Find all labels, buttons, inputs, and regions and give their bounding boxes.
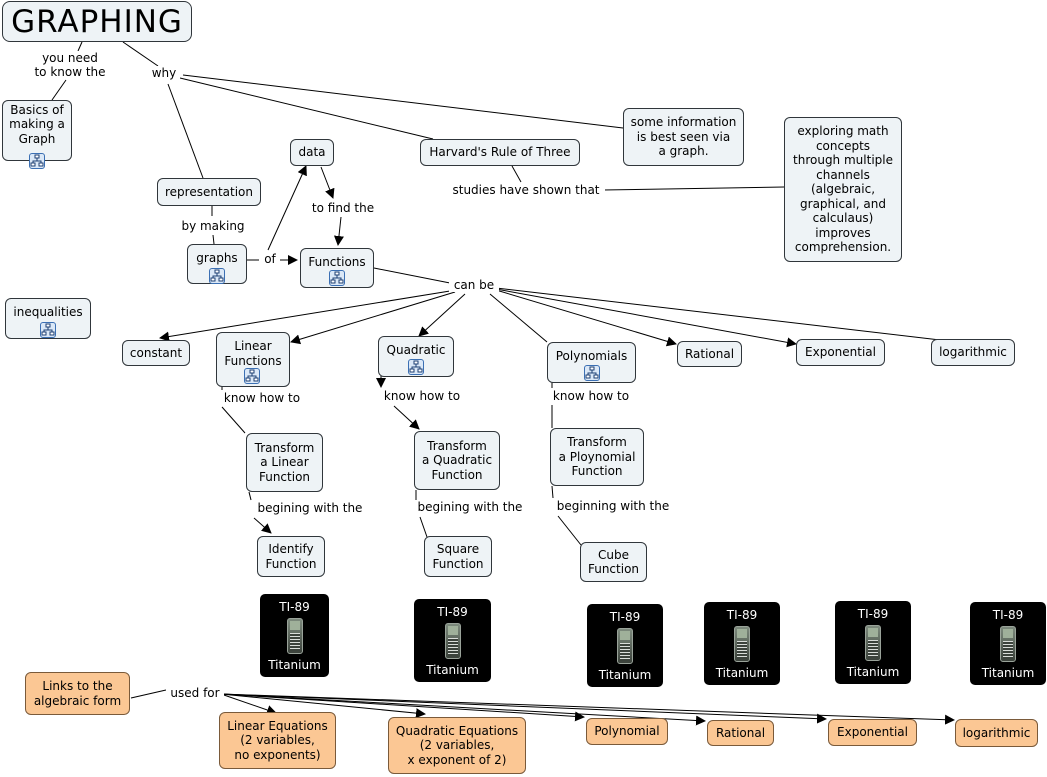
- calculator-icon: [286, 618, 303, 654]
- transform-polynomial-node[interactable]: Transform a Ploynomial Function: [550, 428, 644, 486]
- calculator-edition-label: Titanium: [981, 666, 1035, 680]
- constant-node[interactable]: constant: [122, 340, 190, 366]
- calculator-node[interactable]: TI-89 Titanium: [260, 594, 329, 677]
- calculator-edition-label: Titanium: [426, 663, 479, 677]
- label-used-for: used for: [166, 686, 224, 700]
- calculator-icon: [444, 623, 461, 659]
- calculator-node[interactable]: TI-89 Titanium: [704, 602, 780, 685]
- harvard-rule-node[interactable]: Harvard's Rule of Three: [420, 139, 580, 166]
- label-by-making: by making: [176, 219, 250, 233]
- calculator-model-label: TI-89: [609, 610, 641, 624]
- transform-quadratic-node[interactable]: Transform a Quadratic Function: [414, 431, 500, 490]
- label-know-how-quadratic: know how to: [380, 389, 464, 403]
- label-can-be: can be: [449, 278, 499, 292]
- concept-map-icon[interactable]: [244, 368, 260, 384]
- calculator-node[interactable]: TI-89 Titanium: [414, 599, 491, 682]
- quadratic-equations-node[interactable]: Quadratic Equations (2 variables, x expo…: [388, 717, 526, 774]
- calculator-edition-label: Titanium: [846, 665, 900, 679]
- calculator-model-label: TI-89: [279, 600, 310, 614]
- concept-map-icon[interactable]: [40, 322, 56, 338]
- concept-map-icon[interactable]: [209, 268, 225, 284]
- links-algebraic-node[interactable]: Links to the algebraic form: [25, 672, 130, 715]
- label-to-find: to find the: [306, 201, 380, 215]
- data-node[interactable]: data: [290, 139, 334, 166]
- graphing-title-node[interactable]: GRAPHING: [2, 1, 192, 42]
- exponential-orange-node[interactable]: Exponential: [828, 719, 917, 746]
- concept-map-icon[interactable]: [584, 365, 600, 381]
- calculator-node[interactable]: TI-89 Titanium: [970, 602, 1046, 685]
- label-beginning-linear: begining with the: [250, 501, 370, 515]
- concept-map-icon[interactable]: [29, 153, 45, 169]
- logarithmic-orange-node[interactable]: logarithmic: [955, 719, 1038, 747]
- rational-orange-node[interactable]: Rational: [707, 720, 774, 746]
- identity-function-node[interactable]: Identify Function: [257, 536, 325, 577]
- label-why: why: [148, 66, 180, 80]
- calculator-node[interactable]: TI-89 Titanium: [835, 601, 911, 684]
- concept-map-icon[interactable]: [408, 359, 424, 375]
- label-of: of: [260, 252, 280, 266]
- representation-node[interactable]: representation: [157, 178, 261, 206]
- exponential-node[interactable]: Exponential: [796, 339, 885, 366]
- calculator-icon: [865, 625, 881, 661]
- polynomials-node[interactable]: Polynomials: [547, 342, 636, 383]
- calculator-model-label: TI-89: [857, 607, 889, 621]
- basics-node[interactable]: Basics of making a Graph: [2, 100, 72, 161]
- label-you-need: you need to know the: [30, 51, 110, 79]
- calculator-edition-label: Titanium: [715, 666, 769, 680]
- functions-node[interactable]: Functions: [300, 248, 374, 288]
- some-information-node[interactable]: some information is best seen via a grap…: [623, 108, 744, 166]
- transform-linear-node[interactable]: Transform a Linear Function: [246, 433, 323, 492]
- label-beginning-quadratic: begining with the: [414, 500, 526, 514]
- label-know-how-polynomial: know how to: [549, 389, 633, 403]
- concept-map-icon[interactable]: [329, 270, 345, 286]
- square-function-node[interactable]: Square Function: [424, 536, 492, 577]
- calculator-icon: [1000, 626, 1016, 662]
- calculator-icon: [734, 626, 750, 662]
- inequalities-node[interactable]: inequalities: [5, 298, 91, 339]
- label-beginning-polynomial: beginning with the: [553, 499, 673, 513]
- calculator-model-label: TI-89: [726, 608, 758, 622]
- calculator-edition-label: Titanium: [598, 668, 652, 682]
- linear-equations-node[interactable]: Linear Equations (2 variables, no expone…: [219, 712, 336, 769]
- label-know-how-linear: know how to: [220, 391, 304, 405]
- calculator-model-label: TI-89: [437, 605, 468, 619]
- calculator-node[interactable]: TI-89 Titanium: [587, 604, 663, 687]
- calculator-icon: [617, 628, 633, 664]
- calculator-edition-label: Titanium: [268, 658, 321, 672]
- logarithmic-node[interactable]: logarithmic: [931, 339, 1015, 366]
- exploring-math-node[interactable]: exploring math concepts through multiple…: [784, 117, 902, 262]
- rational-node[interactable]: Rational: [677, 341, 742, 367]
- calculator-model-label: TI-89: [992, 608, 1024, 622]
- polynomial-orange-node[interactable]: Polynomial: [586, 718, 668, 745]
- quadratic-node[interactable]: Quadratic: [378, 336, 454, 377]
- label-studies: studies have shown that: [447, 183, 605, 197]
- cube-function-node[interactable]: Cube Function: [580, 542, 647, 582]
